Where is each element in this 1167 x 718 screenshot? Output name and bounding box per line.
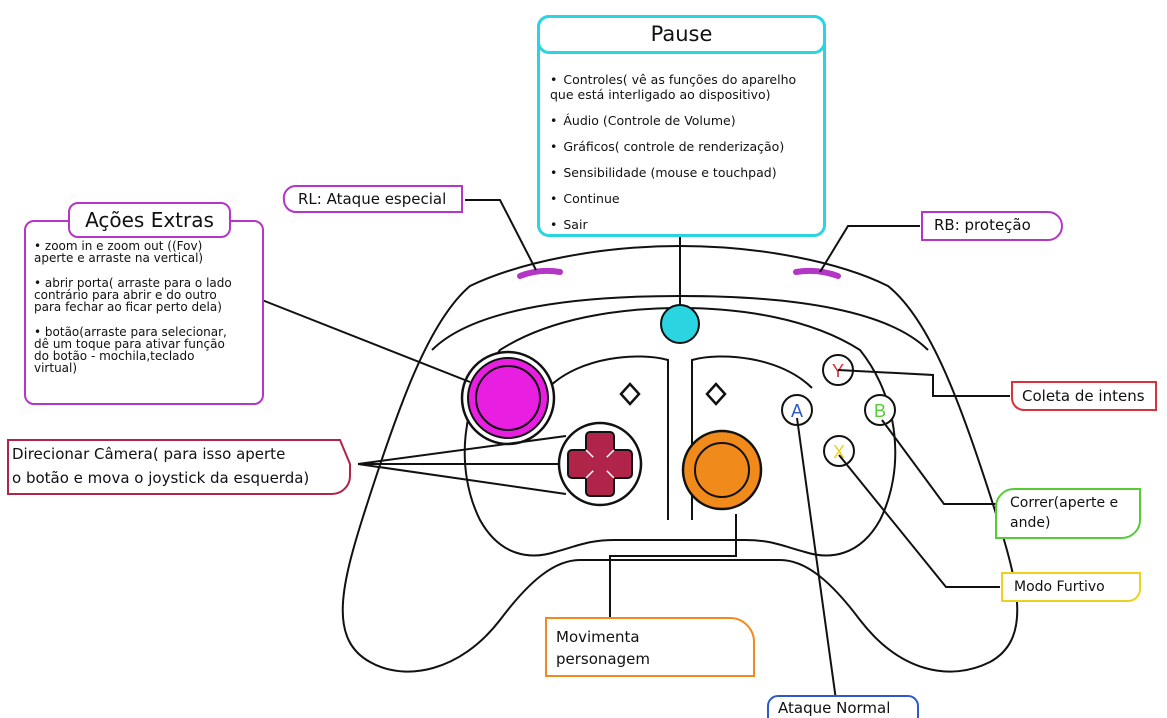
rb-bumper-mark xyxy=(793,267,841,279)
movimenta-label-line1: Movimenta xyxy=(556,628,640,646)
acoes-item-zoom: zoom in e zoom out ((Fov) aperte e arras… xyxy=(34,240,232,264)
movimenta-callout-shape xyxy=(545,617,755,677)
acoes-item-botao: botão(arraste para selecionar, dê um toq… xyxy=(34,326,232,374)
pause-title: Pause xyxy=(537,15,826,54)
rl-bumper-mark xyxy=(517,267,563,279)
movimenta-label-line2: personagem xyxy=(556,650,650,668)
rb-callout-shape xyxy=(921,211,1064,241)
pause-option-controles: Controles( vê as funções do aparelho que… xyxy=(550,72,796,102)
coleta-label: Coleta de intens xyxy=(1022,387,1145,405)
start-diamond-button[interactable] xyxy=(705,382,727,406)
back-diamond-button[interactable] xyxy=(619,382,641,406)
ataque-callout-shape xyxy=(767,695,919,718)
furtivo-callout-shape xyxy=(1001,572,1141,602)
b-button-letter: B xyxy=(874,401,886,421)
x-button[interactable]: X xyxy=(823,435,855,467)
dpad[interactable] xyxy=(557,421,643,507)
camera-leader-line-bottom xyxy=(357,463,567,495)
camera-label-line1: Direcionar Câmera( para isso aperte xyxy=(12,445,286,463)
furtivo-leader-line xyxy=(838,454,1000,588)
x-button-letter: X xyxy=(833,442,845,462)
movimenta-leader-line xyxy=(609,514,737,618)
right-joystick[interactable] xyxy=(681,429,763,511)
acoes-extras-box: Ações Extras zoom in e zoom out ((Fov) a… xyxy=(24,202,264,405)
a-button-letter: A xyxy=(791,401,803,421)
pause-option-continue: Continue xyxy=(550,191,796,206)
correr-label-line1: Correr(aperte e xyxy=(1010,495,1119,511)
acoes-item-porta: abrir porta( arraste para o lado contrár… xyxy=(34,277,232,313)
camera-label-line2: o botão e mova o joystick da esquerda) xyxy=(12,469,310,487)
left-joystick[interactable] xyxy=(460,350,556,446)
rl-callout-shape xyxy=(282,184,463,213)
pause-option-graficos: Gráficos( controle de renderização) xyxy=(550,139,796,154)
pause-option-sensibilidade: Sensibilidade (mouse e touchpad) xyxy=(550,165,796,180)
coleta-leader-line xyxy=(837,369,1010,397)
rb-label: RB: proteção xyxy=(934,216,1031,234)
acoes-extras-title: Ações Extras xyxy=(68,202,231,238)
pause-menu-box: Pause Controles( vê as funções do aparel… xyxy=(537,15,826,237)
correr-label-line2: ande) xyxy=(1010,515,1051,531)
rl-leader-line xyxy=(465,199,537,271)
leader-lines xyxy=(261,199,1010,701)
coleta-callout-shape xyxy=(1011,381,1157,411)
acoes-leader-line xyxy=(261,299,471,383)
rb-leader-line xyxy=(819,225,920,273)
correr-callout-shape xyxy=(995,488,1141,539)
acoes-extras-list: zoom in e zoom out ((Fov) aperte e arras… xyxy=(34,240,232,387)
ataque-leader-line xyxy=(796,417,837,701)
camera-leader-line-top xyxy=(357,435,567,465)
pause-button[interactable] xyxy=(660,304,700,344)
pause-option-audio: Áudio (Controle de Volume) xyxy=(550,113,796,128)
camera-callout-shape xyxy=(7,439,351,495)
b-button[interactable]: B xyxy=(864,394,896,426)
pause-options-list: Controles( vê as funções do aparelho que… xyxy=(550,72,796,243)
correr-leader-line xyxy=(881,419,1000,505)
rl-label: RL: Ataque especial xyxy=(298,190,447,208)
furtivo-label: Modo Furtivo xyxy=(1014,579,1105,595)
pause-option-sair: Sair xyxy=(550,217,796,232)
ataque-normal-label: Ataque Normal xyxy=(778,699,891,717)
